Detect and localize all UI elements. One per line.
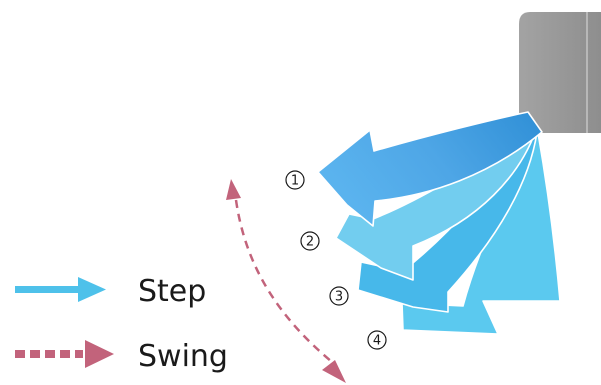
legend-step-arrow-shaft [15, 286, 81, 293]
swing-range-arrowhead-top [226, 179, 241, 200]
step-number-2: 2 [300, 231, 320, 251]
step-number-1: 1 [285, 170, 305, 190]
legend-swing-dash-2 [30, 350, 40, 358]
step-number-2-label: 2 [306, 235, 314, 250]
step-number-4: 4 [367, 330, 387, 350]
swing-range-arrowhead-bottom [322, 360, 346, 383]
step-numbers: 1 2 3 4 [285, 170, 387, 350]
air-conditioner-unit [519, 12, 601, 133]
legend-swing-dash-3 [45, 350, 55, 358]
legend-swing-label: Swing [138, 339, 228, 374]
swing-range-dashed-line [234, 199, 333, 363]
airflow-step-arrows [317, 111, 561, 335]
legend-swing-arrow-head [85, 340, 114, 368]
step-number-1-label: 1 [291, 174, 299, 189]
airflow-arrow-step-1 [317, 111, 543, 227]
legend-step: Step [15, 274, 206, 309]
legend-step-label: Step [138, 274, 206, 309]
air-conditioner-body [519, 12, 601, 133]
step-number-3: 3 [329, 286, 349, 306]
legend-step-arrow-head [78, 277, 106, 302]
step-number-3-label: 3 [335, 290, 343, 305]
legend-swing: Swing [15, 339, 228, 374]
legend-swing-dash-1 [15, 350, 25, 358]
legend-swing-dash-5 [75, 350, 83, 358]
air-conditioner-vent-line [586, 12, 588, 133]
swing-range-arrow [226, 179, 346, 383]
legend-swing-dash-4 [60, 350, 70, 358]
step-number-4-label: 4 [373, 334, 381, 349]
legend: Step Swing [15, 274, 228, 374]
